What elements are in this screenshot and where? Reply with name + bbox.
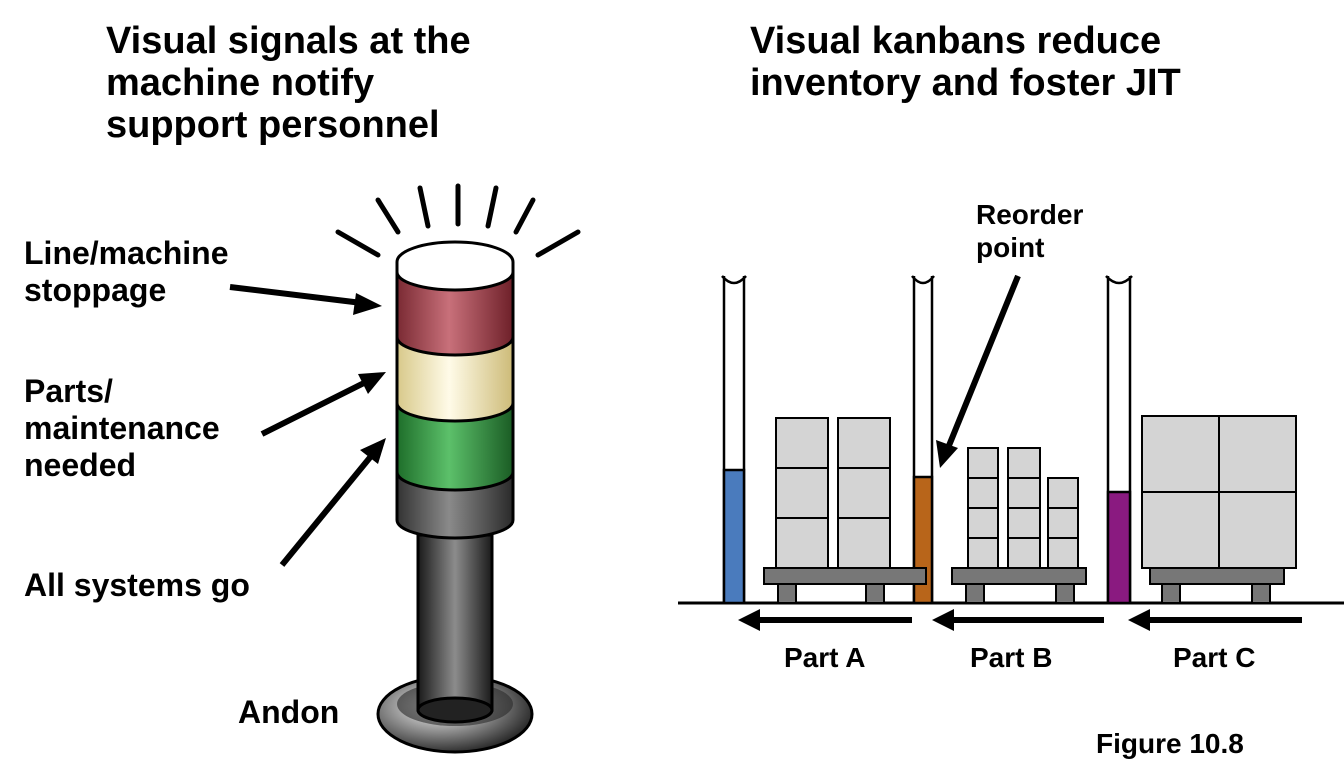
light-ray (335, 229, 381, 258)
parts-label-line: needed (24, 447, 137, 483)
light-ray (513, 197, 536, 235)
yellow-light (395, 335, 515, 423)
andon-label: Andon (238, 694, 340, 730)
red-light (395, 268, 515, 357)
green-light (395, 401, 515, 492)
andon-tower (395, 240, 515, 540)
right-title-line: inventory and foster JIT (750, 62, 1181, 104)
reorder-point-line: Reorder (976, 199, 1084, 230)
box-stack (775, 417, 829, 569)
figure-label: Figure 10.8 (1096, 728, 1244, 759)
kanban-tubes (721, 275, 1133, 605)
stoppage-label-line: stoppage (24, 272, 167, 308)
parts-label: Parts/ maintenance needed (24, 373, 220, 484)
label-arrows (229, 284, 386, 567)
right-title-line: Visual kanbans reduce (750, 20, 1162, 62)
box-stack (837, 417, 891, 569)
right-title: Visual kanbans reduce inventory and fost… (750, 20, 1181, 104)
reorder-arrow (936, 274, 1021, 468)
pallet-a (763, 417, 927, 604)
stoppage-label-line: Line/machine (24, 235, 229, 271)
part-b-label: Part B (970, 642, 1053, 673)
left-title-line: machine notify (106, 62, 375, 104)
left-title: Visual signals at the machine notify sup… (106, 20, 471, 146)
all-systems-go-label: All systems go (24, 567, 250, 603)
part-a-label: Part A (784, 642, 866, 673)
box-stack (1047, 477, 1079, 569)
pallet-b (951, 447, 1087, 604)
tube-c-level (1106, 490, 1132, 605)
light-rays (335, 183, 581, 258)
light-ray (375, 197, 401, 235)
part-c-label: Part C (1173, 642, 1256, 673)
flow-arrows (738, 609, 1302, 631)
reorder-point-line: point (976, 232, 1045, 263)
stoppage-label: Line/machine stoppage (24, 235, 229, 309)
parts-label-line: maintenance (24, 410, 220, 446)
left-title-line: Visual signals at the (106, 20, 471, 62)
reorder-point-label: Reorder point (976, 198, 1083, 264)
light-ray (535, 229, 581, 258)
parts-label-line: Parts/ (24, 373, 113, 409)
left-title-line: support personnel (106, 104, 440, 146)
light-ray (417, 185, 431, 229)
pallet-c (1141, 415, 1297, 604)
light-ray (485, 185, 499, 229)
andon-pole (416, 533, 494, 724)
tube-a-level (722, 468, 746, 605)
